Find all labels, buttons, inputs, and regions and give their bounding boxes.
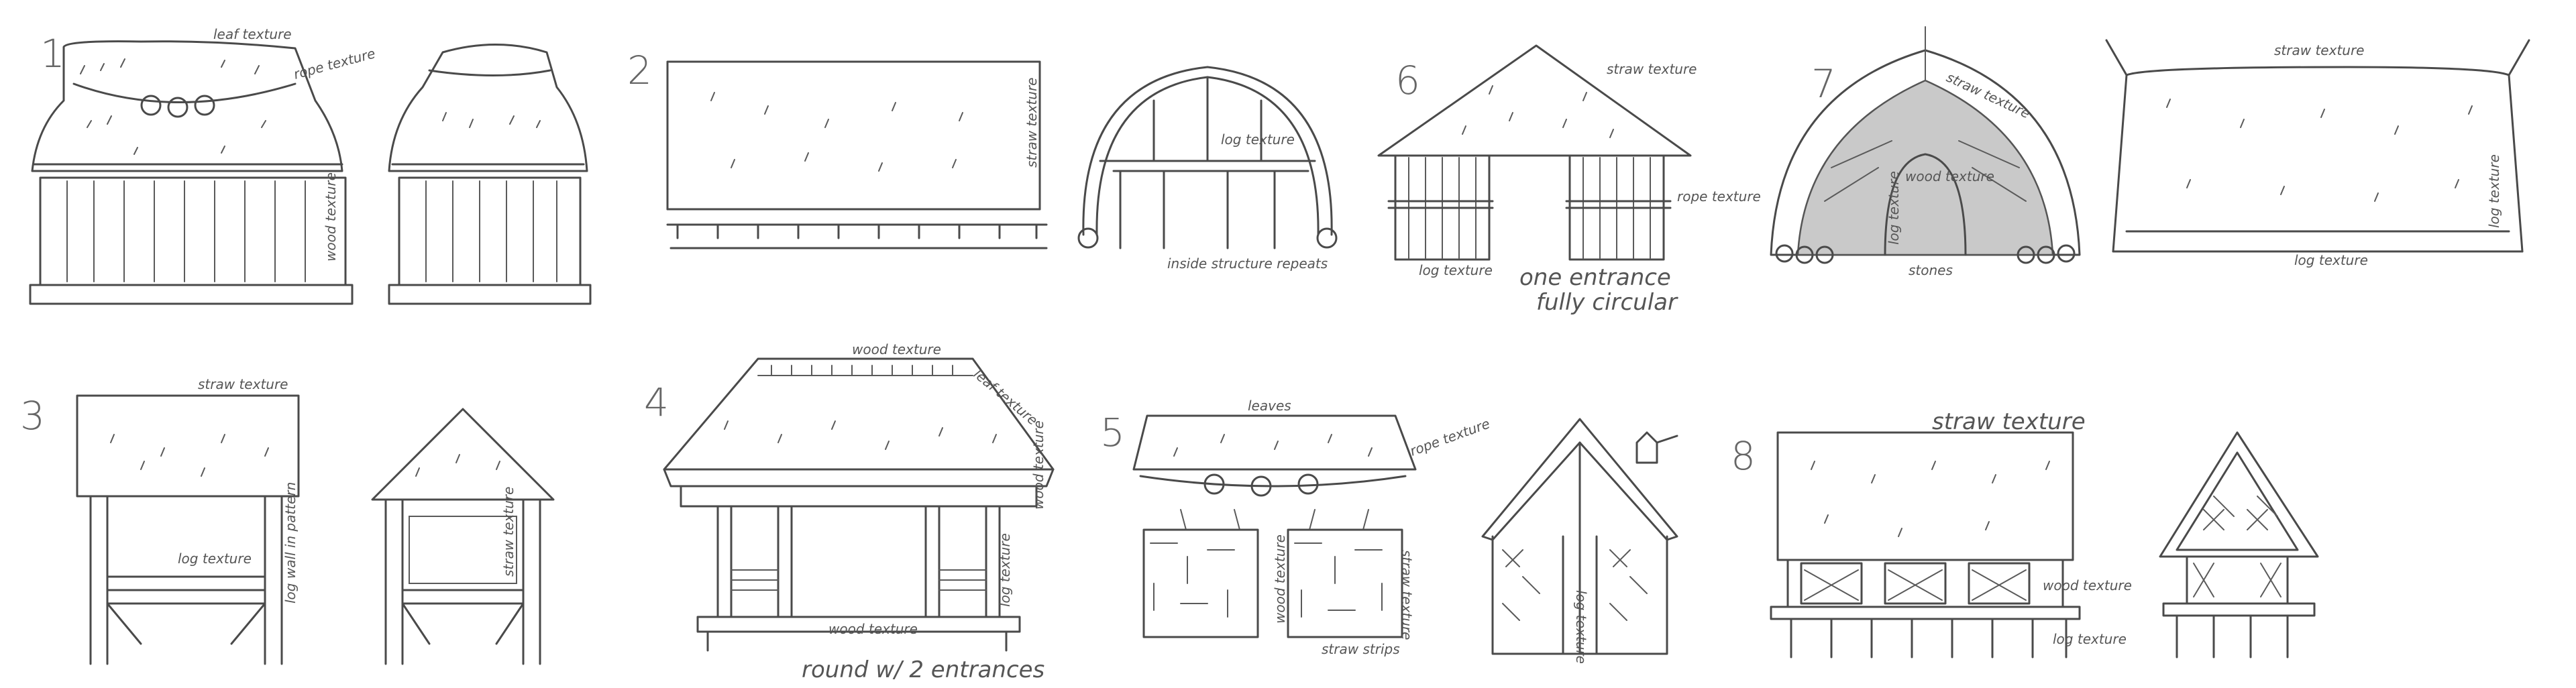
hut-7-dome: 7 straw texture wood texture log texture… (1770, 26, 2081, 278)
hut-1-number: 1 (40, 31, 65, 76)
hut-5-front: 5 leaves rope texture straw strips wood … (1100, 398, 1492, 657)
hut-2-log-label: log texture (1221, 131, 1295, 148)
hut-2-long: 2 straw texture (627, 48, 1048, 249)
hut-6: 6 straw texture rope texture log texture… (1377, 44, 1761, 316)
hut-1-wood-label: wood texture (323, 172, 339, 262)
hut-8-wood-label: wood texture (2043, 577, 2132, 593)
hut-2-straw-label: straw texture (1024, 78, 1040, 168)
hut-4-wood-label: wood texture (852, 341, 941, 357)
hut-6-number: 6 (1395, 58, 1420, 103)
hut-3-log-label: log texture (178, 551, 252, 567)
hut-5-rope-label: rope texture (1408, 415, 1493, 459)
hut-6-note-1: one entrance (1519, 264, 1671, 291)
hut-3-number: 3 (20, 393, 45, 439)
hut-6-straw-label: straw texture (1607, 61, 1697, 77)
hut-4-log-label: log texture (997, 533, 1013, 607)
hut-7-number: 7 (1811, 61, 1836, 107)
hut-5-log-label: log texture (1573, 590, 1589, 664)
hut-4-wood2-label: wood texture (1030, 420, 1046, 510)
hut-4: 4 wood texture leaf texture wood texture… (644, 341, 1055, 683)
hut-8-straw-label: straw texture (1932, 408, 2086, 435)
hut-5-wood-label: wood texture (1272, 534, 1288, 624)
hut-4-number: 4 (644, 380, 669, 425)
hut-5-number: 5 (1100, 410, 1125, 455)
hut-5-leaves-label: leaves (1248, 398, 1291, 414)
hut-1-side (388, 44, 592, 305)
hut-7b-log-label: log texture (2294, 252, 2368, 268)
hut-6-rope-label: rope texture (1677, 188, 1761, 205)
hut-3-front: 3 straw texture log texture log wall in … (20, 376, 300, 665)
hut-4-leaf-label: leaf texture (971, 365, 1041, 428)
hut-5-straw-label: straw texture (1399, 550, 1415, 640)
hut-4-note: round w/ 2 entrances (802, 656, 1044, 683)
hut-1-front: 1 leaf texture rope texture wood texture (29, 26, 377, 305)
hut-2-arch: log texture inside structure repeats (1077, 66, 1338, 272)
hut-3-side: straw texture (371, 408, 555, 665)
hut-7-log-label: log texture (1886, 171, 1902, 245)
hut-3-pattern-label: log wall in pattern (282, 482, 299, 604)
hut-4-bottom-label: wood texture (828, 621, 918, 637)
hut-8-number: 8 (1731, 433, 1756, 479)
hut-8-side (2159, 431, 2319, 658)
hut-3-side-label: straw texture (500, 487, 517, 577)
hut-7-wood-label: wood texture (1905, 168, 1994, 184)
hut-7-long: straw texture log texture log texture (2105, 39, 2530, 268)
hut-8-long: 8 straw texture wood texture log texture (1731, 408, 2132, 658)
hut-6-note-2: fully circular (1536, 289, 1678, 316)
hut-2-inside-label: inside structure repeats (1167, 255, 1328, 272)
hut-3-straw-label: straw texture (198, 376, 288, 392)
hut-8-log-label: log texture (2053, 631, 2127, 647)
hut-6-log-label: log texture (1419, 262, 1493, 278)
hut-5-strips-label: straw strips (1322, 641, 1400, 657)
hut-7b-straw-label: straw texture (2274, 42, 2364, 58)
hut-2-number: 2 (627, 48, 652, 93)
hut-7-stones-label: stones (1909, 262, 1953, 278)
hut-1-leaf-label: leaf texture (213, 26, 292, 42)
hut-1-rope-label: rope texture (292, 45, 377, 82)
hut-5-side: log texture (1481, 418, 1678, 664)
hut-7b-log2-label: log texture (2486, 154, 2502, 228)
